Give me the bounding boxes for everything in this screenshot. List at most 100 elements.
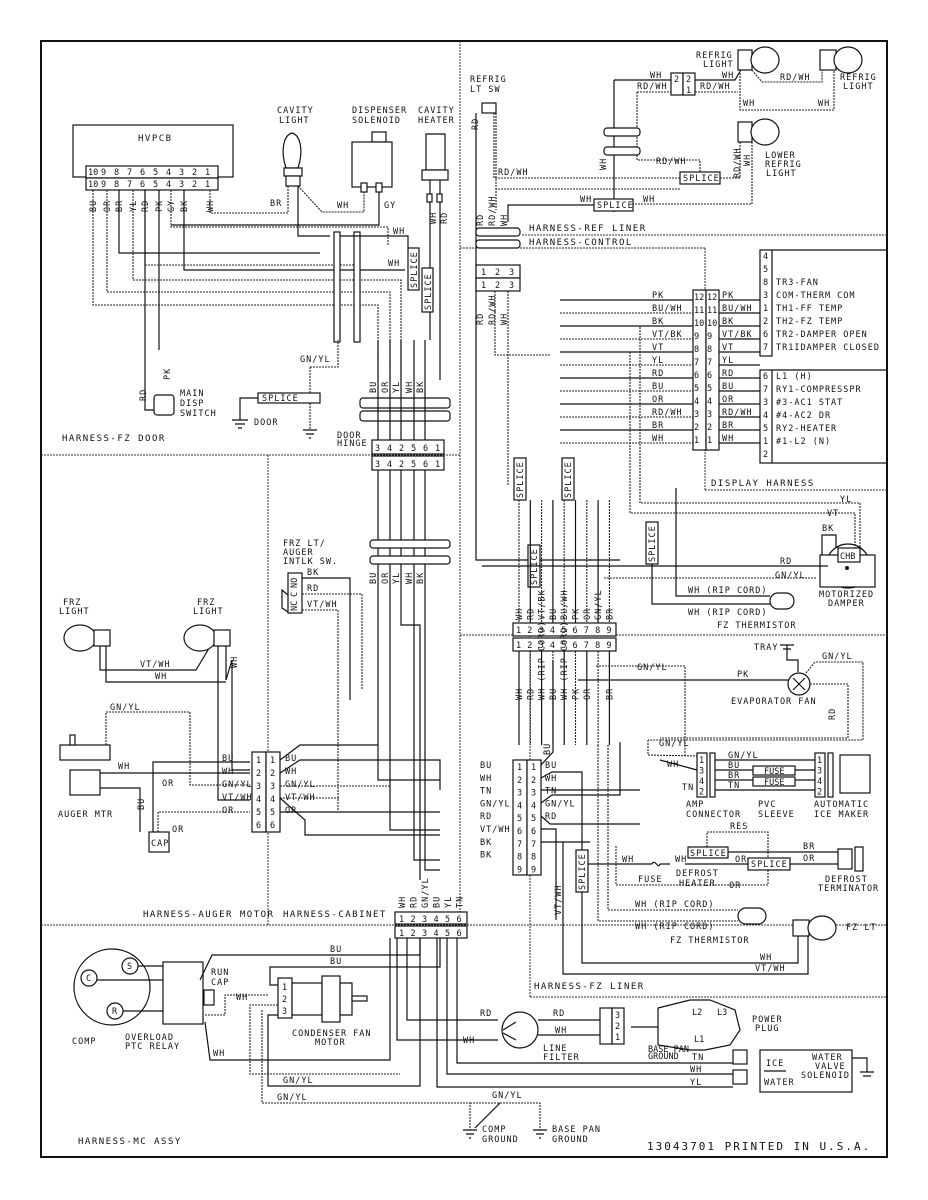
svg-text:SPLICE: SPLICE (424, 273, 434, 310)
svg-text:GN/YL: GN/YL (637, 663, 668, 673)
svg-text:GROUND: GROUND (648, 1052, 679, 1062)
svg-text:INTLK SW.: INTLK SW. (283, 557, 338, 567)
auger-wire-label: BU (222, 754, 234, 764)
control-wire-label: BU/WH (652, 304, 683, 314)
door-hinge-pin: 6 (423, 460, 428, 470)
mc-pin: 6 (457, 929, 462, 939)
cabinet-pin: 4 (531, 801, 536, 811)
hvpcb-wire-label: PK (155, 200, 165, 212)
svg-text:LT SW: LT SW (470, 85, 501, 95)
cabinet-pin: 2 (531, 776, 536, 786)
svg-text:PK: PK (737, 670, 749, 680)
mc-pin: 1 (399, 915, 404, 925)
fz-liner-pin: 8 (595, 641, 600, 651)
auger-pin: 1 (256, 756, 261, 766)
display-pin: 3 (763, 398, 768, 408)
cabinet-pin: 3 (531, 789, 536, 799)
control-pin: 12 (707, 293, 717, 303)
svg-text:WH: WH (388, 259, 400, 269)
svg-text:LINE: LINE (543, 1044, 567, 1054)
hvpcb-wire-label: GY (167, 200, 177, 212)
control-pin: 5 (707, 384, 712, 394)
svg-text:CONNECTOR: CONNECTOR (686, 810, 741, 820)
control-wire-label: WH (652, 434, 664, 444)
svg-text:MOTOR: MOTOR (315, 1038, 346, 1048)
hvpcb-pin: 5 (153, 180, 158, 190)
svg-text:GN/YL: GN/YL (492, 1091, 523, 1101)
fz-liner-wire-label: WH (515, 608, 525, 620)
svg-text:WH: WH (743, 99, 755, 109)
svg-text:REFRIG: REFRIG (696, 51, 733, 61)
hvpcb-wire-label: WH (206, 200, 216, 212)
svg-text:RES: RES (730, 822, 748, 832)
cabinet-pin: 6 (531, 827, 536, 837)
hvpcb-pin: 10 (88, 180, 98, 190)
display-pin: 6 (763, 372, 768, 382)
gnyl-door-ground: GN/YL SPLICE DOOR (232, 340, 339, 439)
svg-text:LOWER: LOWER (765, 151, 796, 161)
amp-wire-label: BU (728, 761, 740, 771)
ref-liner-pin: 3 (509, 268, 514, 278)
svg-text:OR: OR (803, 854, 815, 864)
auger-wire-label: OR (222, 806, 234, 816)
cabinet-pin: 7 (517, 840, 522, 850)
control-pin: 8 (707, 345, 712, 355)
control-pin: 9 (694, 332, 699, 342)
control-wire-label: PK (722, 291, 734, 301)
svg-text:OR: OR (729, 881, 741, 891)
control-pin: 4 (707, 397, 712, 407)
svg-text:WATER: WATER (812, 1053, 843, 1063)
control-pin: 7 (694, 358, 699, 368)
svg-text:OVERLOAD: OVERLOAD (125, 1033, 174, 1043)
control-wire-label: VT (722, 343, 734, 353)
door-hinge-pin: 3 (375, 444, 380, 454)
control-wire-label: RD (652, 369, 664, 379)
motorized-damper: CHB YL VT BK RD GN/YL MOTORIZED DAMPER (482, 327, 876, 609)
svg-text:RD: RD (780, 557, 792, 567)
svg-text:CAVITY: CAVITY (418, 106, 455, 116)
ice-maker-pin: 4 (817, 777, 822, 787)
grounds: GN/YL COMP GROUND BASE PAN GROUND (463, 1091, 600, 1145)
fz-liner-pin: 1 (516, 641, 521, 651)
mc-wire-label: WH (398, 896, 408, 908)
auger-wire-label: VT/WH (222, 793, 253, 803)
svg-text:MOTORIZED: MOTORIZED (819, 590, 874, 600)
svg-text:RD: RD (139, 389, 149, 401)
svg-text:WH: WH (760, 953, 772, 963)
svg-text:WH: WH (622, 855, 634, 865)
frz-light-left: FRZ LIGHT VT/WH WH (59, 598, 226, 683)
ref-liner-pin: 3 (509, 281, 514, 291)
svg-text:GN/YL: GN/YL (277, 1093, 308, 1103)
mc-pin: 2 (411, 915, 416, 925)
cabinet-wire-label: RD (480, 812, 492, 822)
display-pin: 2 (763, 317, 768, 327)
fz-liner-wire-label: BR (605, 688, 615, 700)
fz-liner-pin: 4 (550, 626, 555, 636)
ref-liner-wire-label: RD/WH (488, 294, 498, 325)
svg-text:CAP: CAP (211, 978, 229, 988)
cabinet-pin: 8 (531, 853, 536, 863)
svg-text:RD: RD (440, 212, 450, 224)
fz-liner-pin: 8 (595, 626, 600, 636)
cavity-light: CAVITY LIGHT BR WH (245, 106, 365, 237)
svg-text:AUGER: AUGER (283, 548, 314, 558)
fz-liner-wire-label: BU (549, 608, 559, 620)
amp-pin: 3 (699, 767, 704, 777)
auger-pin: 6 (270, 821, 275, 831)
ref-liner-pin: 2 (495, 281, 500, 291)
condenser-pin: 2 (282, 995, 287, 1005)
svg-text:WH: WH (155, 672, 167, 682)
door-hinge-wire-label: BU (369, 381, 379, 393)
cabinet-pin: 1 (531, 763, 536, 773)
svg-text:PK: PK (163, 368, 173, 380)
display-function-label: L1 (H) (776, 372, 813, 382)
display-function-label: #4-AC2 DR (776, 411, 831, 421)
svg-text:WH (RIP CORD): WH (RIP CORD) (635, 922, 715, 932)
svg-text:DOOR: DOOR (254, 418, 278, 428)
svg-text:GN/YL: GN/YL (283, 1076, 314, 1086)
mc-pin: 4 (434, 915, 439, 925)
